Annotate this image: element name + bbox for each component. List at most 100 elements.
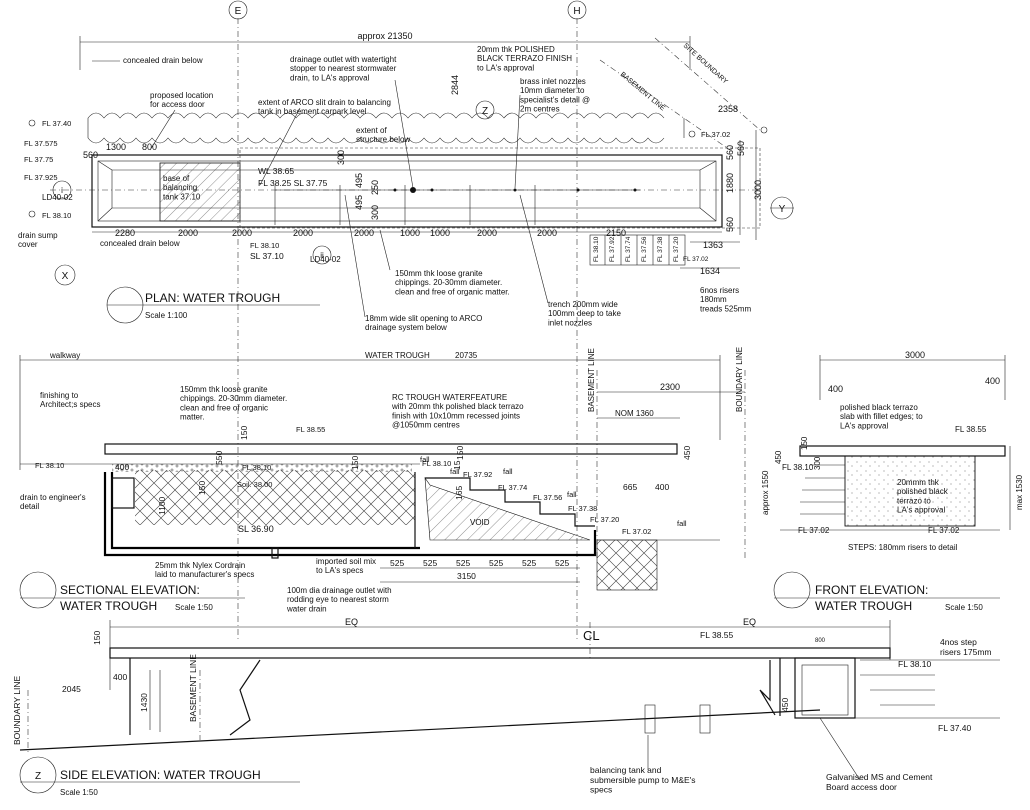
plan-balancing-tank xyxy=(159,162,241,222)
section-x-marker-label: X xyxy=(62,271,69,282)
section-x-nom: NOM 1360 xyxy=(615,409,654,418)
elevation-z-fl-3855: FL 38.55 xyxy=(700,630,734,640)
section-x-soil: Soil. 38.00 xyxy=(237,480,272,489)
section-x-trough: WATER TROUGH xyxy=(365,351,430,360)
plan-site-boundary: SITE BOUNDARY xyxy=(682,42,729,86)
section-x-fl-3774: FL 37.74 xyxy=(498,483,527,492)
elevation-z-dim-150: 150 xyxy=(92,631,102,645)
plan-ld-ref-1: LD40-02 xyxy=(42,193,73,202)
section-x-fl-3702: FL 37.02 xyxy=(622,527,651,536)
section-x-scale: Scale 1:50 xyxy=(175,603,213,612)
plan-dim-560b: 560 xyxy=(725,145,735,160)
plan-dim-2000f: 2000 xyxy=(537,228,557,238)
detail-ii-marker xyxy=(312,245,332,265)
elevation-z-access-door xyxy=(794,657,856,719)
grid-label-e: E xyxy=(235,6,242,17)
elevation-z-title: SIDE ELEVATION: WATER TROUGH xyxy=(60,768,261,782)
plan-dim-1000b: 1000 xyxy=(430,228,450,238)
section-x-dim-165: 165 xyxy=(454,486,464,500)
plan-step-level-1: FL 38.10 xyxy=(593,236,600,262)
plan-note-concealed-drain: concealed drain below xyxy=(123,56,203,65)
plan-dim-495b: 495 xyxy=(354,195,364,210)
section-x-view: walkway WATER TROUGH 20735 BASEMENT LINE… xyxy=(19,347,746,613)
grid-bubble-h xyxy=(567,0,587,20)
elevation-z-coping xyxy=(109,647,891,659)
elevation-y-dim-150: 150 xyxy=(800,436,809,450)
plan-step-level-4: FL 37.56 xyxy=(641,236,648,262)
elevation-y-scale: Scale 1:50 xyxy=(945,603,983,612)
section-x-walkway: walkway xyxy=(49,351,80,360)
section-x-fall-3: fall xyxy=(503,467,513,476)
plan-level-3775: FL 37.75 xyxy=(24,155,53,164)
elevation-z-fl-3740: FL 37.40 xyxy=(938,723,972,733)
plan-level-3740: FL 37.40 xyxy=(42,119,71,128)
plan-dim-495a: 495 xyxy=(354,173,364,188)
plan-dim-300b: 300 xyxy=(370,205,380,220)
section-x-dim-150b: 150 xyxy=(197,481,207,495)
plan-step-level-5: FL 37.38 xyxy=(657,236,664,262)
elevation-z-dim-800: 800 xyxy=(815,638,826,644)
plan-level-3810: FL 38.10 xyxy=(42,211,71,220)
plan-dim-560c: 560 xyxy=(736,141,746,156)
elevation-y-marker-label: Y xyxy=(779,204,786,215)
plan-dim-560d: 560 xyxy=(725,217,735,232)
plan-dim-2358: 2358 xyxy=(718,104,738,114)
plan-dim-250: 250 xyxy=(370,180,380,195)
plan-ld-ref-2: LD40-02 xyxy=(310,255,341,264)
section-x-drain xyxy=(111,477,135,509)
plan-dim-2000e: 2000 xyxy=(477,228,497,238)
elevation-y-dim-400a: 400 xyxy=(828,384,843,394)
section-x-fl-3855: FL 38.55 xyxy=(296,425,325,434)
section-x-dim-400: 400 xyxy=(115,462,129,472)
plan-basement-line: BASEMENT LINE xyxy=(619,71,667,112)
section-x-fall-5: fall xyxy=(677,519,687,528)
section-x-fl-3792: FL 37.92 xyxy=(463,470,492,479)
section-x-fall-1: fall xyxy=(420,455,430,464)
section-x-dim-1100: 1100 xyxy=(157,496,167,515)
section-x-dim-450: 450 xyxy=(682,446,692,460)
elevation-z-boundary: BOUNDARY LINE xyxy=(12,676,22,745)
plan-level-flsl: FL 38.25 SL 37.75 xyxy=(258,178,328,188)
plan-step-level-2: FL 37.92 xyxy=(609,236,616,262)
elevation-z-title-marker: Z xyxy=(35,771,41,782)
section-x-fall-2: fall xyxy=(450,467,460,476)
elevation-y-dim-300: 300 xyxy=(813,456,822,470)
plan-trough-outer xyxy=(91,154,723,228)
plan-level-flb: FL 38.10 xyxy=(250,241,279,250)
plan-dim-1000a: 1000 xyxy=(400,228,420,238)
plan-dim-2000d: 2000 xyxy=(354,228,374,238)
elevation-z-fl-3810: FL 38.10 xyxy=(898,659,932,669)
elevation-y-max: max 1530 xyxy=(1015,474,1024,510)
elevation-y-fl-3855: FL 38.55 xyxy=(955,425,987,434)
elevation-y-fl-3810: FL 38.10 xyxy=(782,463,814,472)
plan-dim-560a: 560 xyxy=(83,150,98,160)
elevation-z-view: EQ EQ CL FL 38.55 FL 38.10 FL 37.40 150 … xyxy=(12,617,1000,797)
section-x-dim-20735: 20735 xyxy=(455,351,478,360)
elevation-z-dim-1430: 1430 xyxy=(139,693,149,712)
section-x-run-6: 525 xyxy=(555,558,569,568)
section-x-void-label: VOID xyxy=(470,518,490,527)
section-x-title-2: WATER TROUGH xyxy=(60,599,157,613)
plan-dim-1634: 1634 xyxy=(700,266,720,276)
plan-scale: Scale 1:100 xyxy=(145,311,188,320)
section-x-run-4: 525 xyxy=(489,558,503,568)
section-x-fl-3720: FL 37.20 xyxy=(590,515,619,524)
plan-dim-800: 800 xyxy=(142,142,157,152)
section-x-coping xyxy=(104,443,678,455)
